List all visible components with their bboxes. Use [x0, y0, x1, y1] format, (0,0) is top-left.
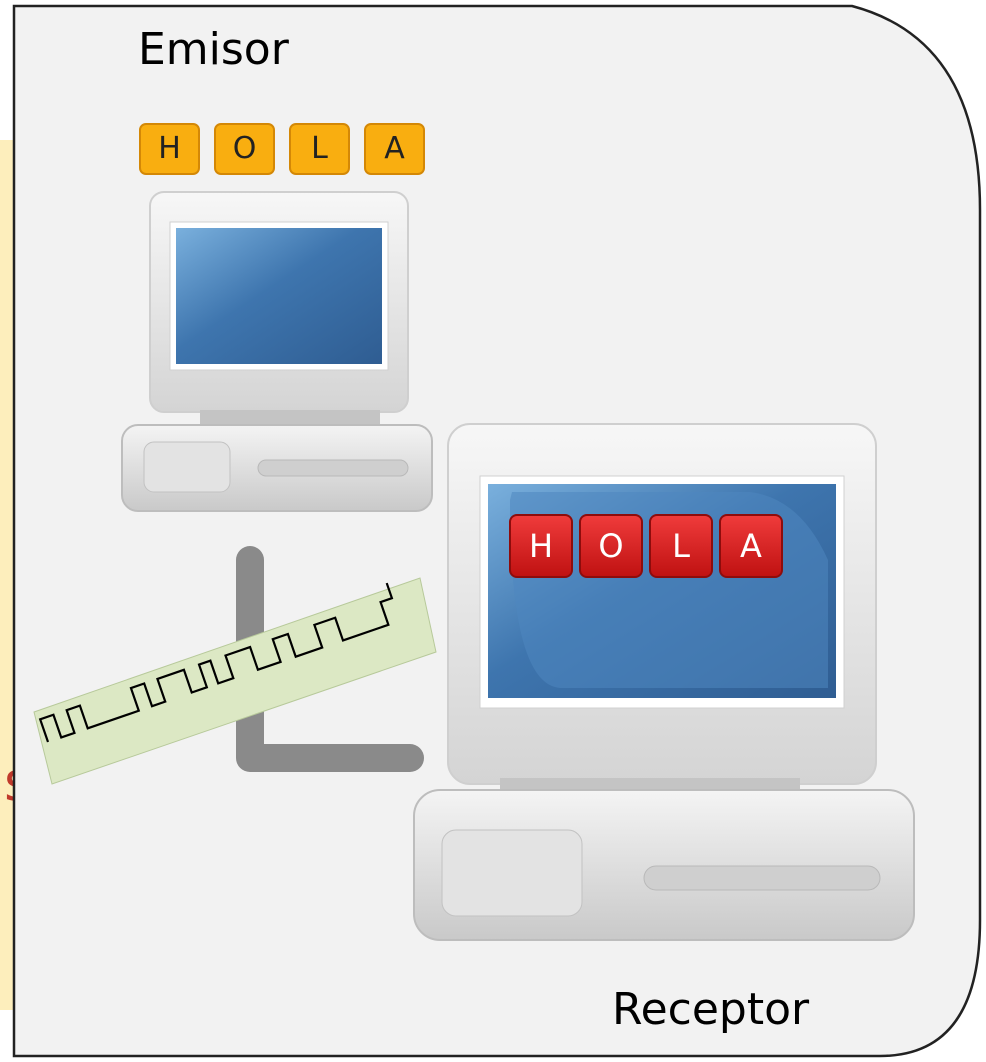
receiver-computer-icon: [413, 423, 915, 941]
sender-label: Emisor: [138, 24, 289, 75]
sender-letter-tile: L: [289, 123, 350, 175]
network-cable: [236, 546, 424, 772]
receiver-label: Receptor: [612, 984, 810, 1035]
receiver-letter-tile: O: [579, 514, 643, 578]
sender-letter-tile: O: [214, 123, 275, 175]
sender-letter-tile: H: [139, 123, 200, 175]
receiver-message-tiles: H O L A: [509, 514, 783, 578]
receiver-letter-tile: L: [649, 514, 713, 578]
digital-signal-strip: [33, 577, 437, 785]
sender-message-tiles: H O L A: [139, 123, 425, 175]
sender-computer-icon: [121, 191, 433, 512]
receiver-letter-tile: H: [509, 514, 573, 578]
receiver-letter-tile: A: [719, 514, 783, 578]
sender-letter-tile: A: [364, 123, 425, 175]
